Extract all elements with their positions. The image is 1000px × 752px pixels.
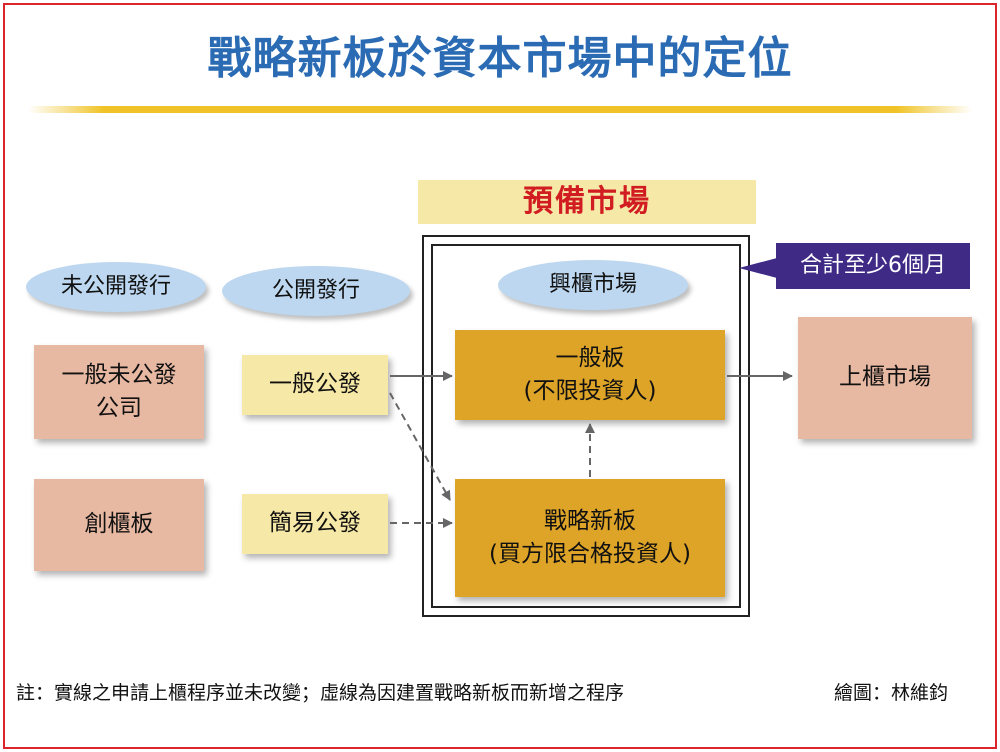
oval-unlisted: 未公開發行 — [26, 262, 206, 312]
box-general-unlisted-company: 一般未公發 公司 — [34, 345, 204, 439]
box-simplified-public-offering: 簡易公發 — [242, 494, 388, 554]
oval-emerging-market: 興櫃市場 — [498, 260, 688, 310]
illustration-credit: 繪圖：林維鈞 — [834, 682, 949, 704]
preparatory-market-outer-frame — [422, 235, 750, 617]
page-border — [3, 3, 997, 749]
footnote: 註：實線之申請上櫃程序並未改變；虛線為因建置戰略新板而新增之程序 — [16, 682, 625, 704]
oval-public: 公開發行 — [222, 266, 410, 316]
duration-badge: 合計至少6個月 — [776, 243, 970, 289]
arrow-public-to-strategic-board — [389, 392, 451, 501]
title-underline — [28, 106, 972, 113]
box-general-public-offering: 一般公發 — [242, 355, 388, 415]
preparatory-market-label: 預備市場 — [418, 180, 756, 224]
box-general-board: 一般板 (不限投資人) — [455, 330, 725, 420]
box-strategic-new-board: 戰略新板 (買方限合格投資人) — [455, 479, 725, 597]
page-title: 戰略新板於資本市場中的定位 — [207, 33, 793, 84]
box-innovation-board: 創櫃板 — [34, 479, 204, 571]
duration-badge-pointer — [739, 258, 777, 278]
box-otc-market: 上櫃市場 — [798, 317, 972, 439]
preparatory-market-inner-frame — [431, 244, 741, 608]
